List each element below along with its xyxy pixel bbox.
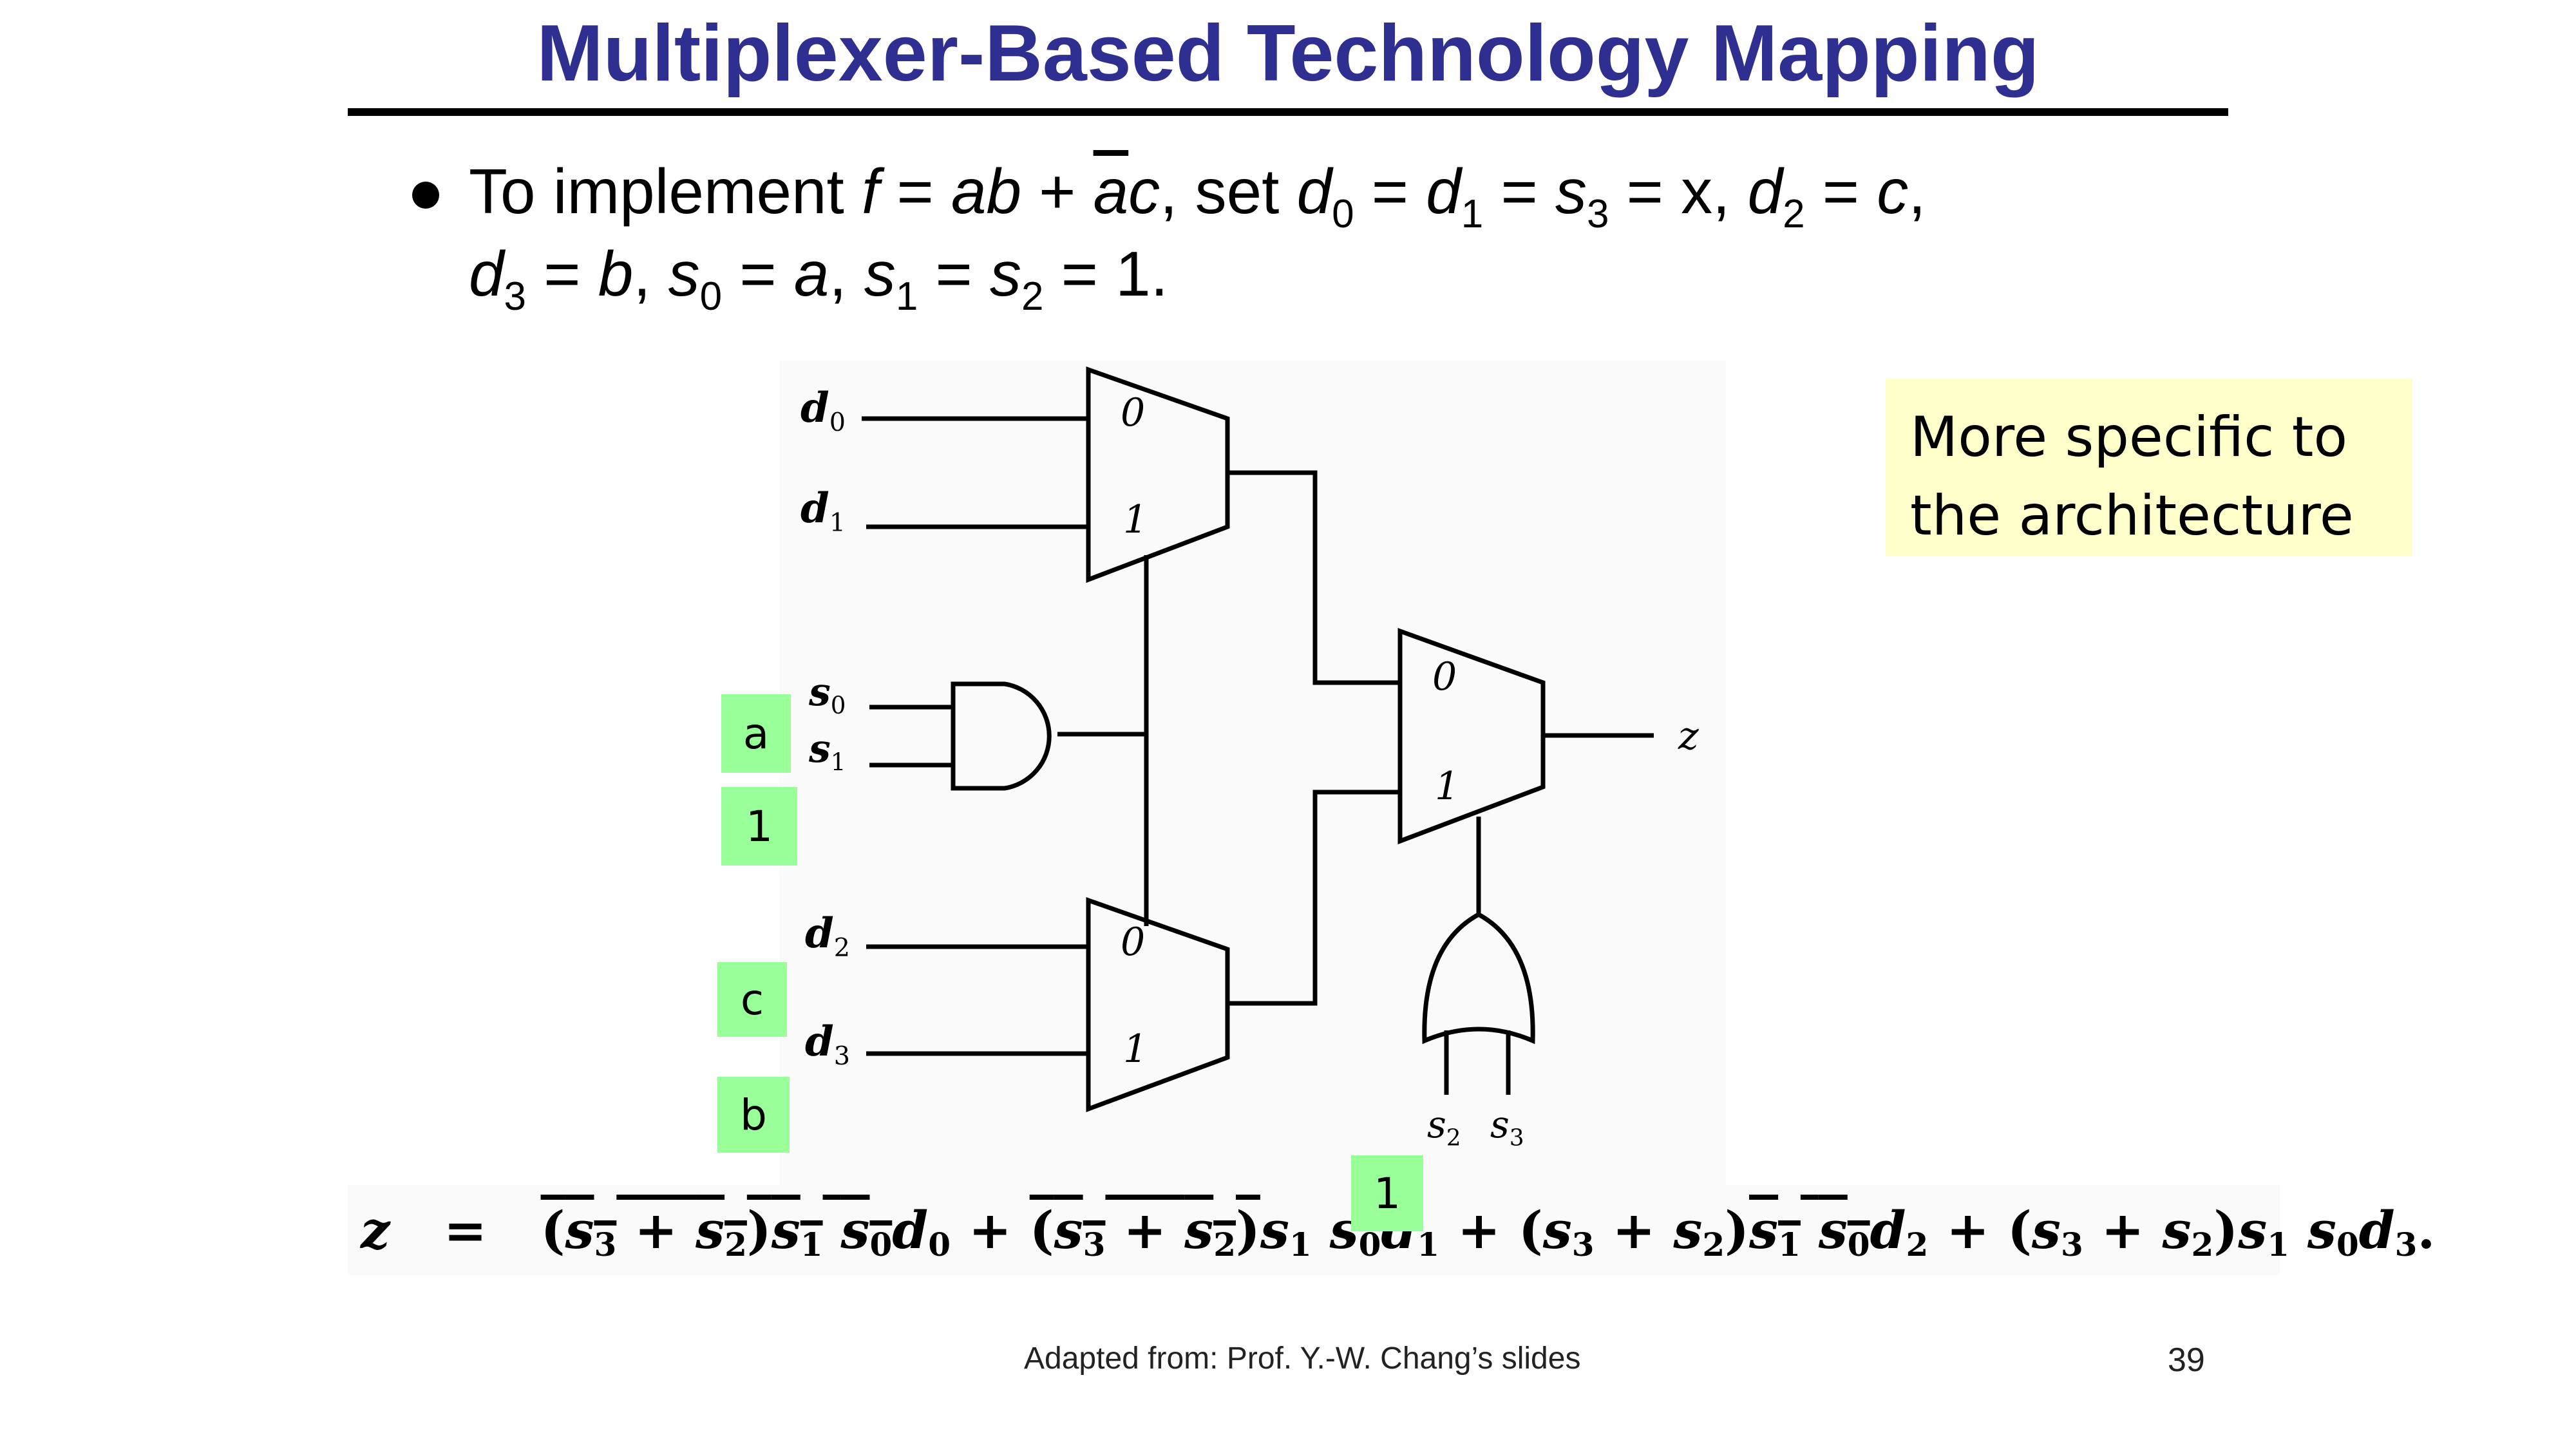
mux-bottom-port-0: 0 [1121,920,1146,965]
mux-top-port-0: 0 [1121,390,1146,435]
title-divider [348,108,2228,116]
slide-title: Multiplexer-Based Technology Mapping [536,9,2040,98]
label-s0: s0 [809,670,846,719]
label-s1: s1 [809,726,846,776]
note-line-1: More specific to [1910,405,2348,469]
bullet-text: To implement f = ab + ac, set d0 = d1 = … [469,156,1926,236]
equation-text: z = (s3 + s2)s1 s0d0 + (s3 + s2)s1 s0d1 … [361,1200,2436,1264]
tag-s1-value: 1 [721,787,797,866]
label-d0: d0 [800,384,846,437]
tag-d3-value: b [717,1077,790,1153]
label-d3: d3 [805,1018,850,1071]
note-line-2: the architecture [1910,484,2354,548]
or-gate [1422,912,1535,1045]
label-z: z [1678,714,1699,759]
label-s3: s3 [1490,1103,1524,1151]
label-s2: s2 [1427,1103,1461,1151]
bullet-text-line2: d3 = b, s0 = a, s1 = s2 = 1. [469,238,1168,319]
tag-s2-value: 1 [1351,1155,1423,1231]
tag-s0-value: a [721,694,791,773]
label-d1: d1 [800,484,846,538]
architecture-note: More specific to the architecture [1886,379,2412,556]
label-d2: d2 [805,909,850,963]
mux-circuit-diagram [779,361,1726,1185]
tag-d2-value: c [717,962,787,1037]
mux-output-port-0: 0 [1432,654,1457,699]
mux-output [1397,628,1546,845]
mux-bottom-port-1: 1 [1123,1027,1148,1072]
footer-credit: Adapted from: Prof. Y.-W. Chang’s slides [1024,1341,1581,1376]
output-equation: z = (s3 + s2)s1 s0d0 + (s3 + s2)s1 s0d1 … [348,1185,2435,1275]
bullet-dot [412,182,439,209]
and-gate [951,681,1052,791]
mux-bottom [1086,897,1230,1113]
mux-output-port-1: 1 [1435,764,1460,809]
page-number: 39 [2168,1341,2205,1379]
mux-top [1086,366,1230,583]
mux-top-port-1: 1 [1123,497,1148,542]
